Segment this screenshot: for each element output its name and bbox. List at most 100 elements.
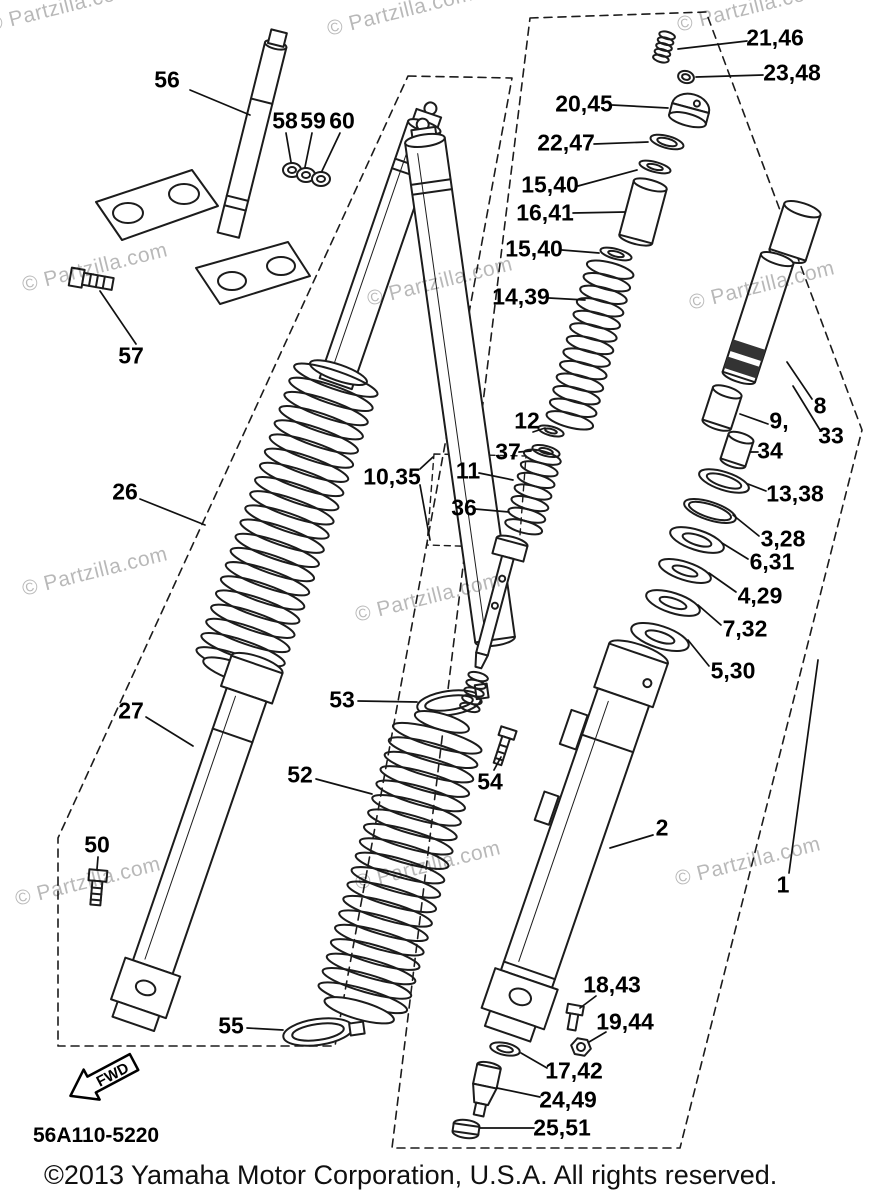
part-label-13-38: 13,38	[766, 480, 824, 507]
leader-line	[695, 74, 764, 78]
nut-25-51	[451, 1118, 481, 1140]
leader-lines	[96, 40, 821, 1129]
pinch-washers	[282, 162, 331, 187]
leader-line	[609, 834, 654, 849]
leader-line	[357, 700, 418, 703]
part-label-16-41: 16,41	[516, 199, 574, 226]
part-label-25-51: 25,51	[533, 1114, 591, 1141]
leader-line	[788, 659, 819, 874]
axle-clamp-bolt	[87, 868, 109, 907]
leader-line	[577, 169, 638, 187]
part-label-58: 58	[272, 107, 298, 134]
part-label-6-31: 6,31	[749, 548, 795, 575]
leader-line	[496, 1087, 541, 1098]
pinch-bolt-18-43	[565, 1002, 585, 1032]
spring-spacer	[618, 177, 668, 247]
spring-seat-upper	[638, 159, 672, 175]
part-label-1: 1	[776, 871, 790, 898]
leader-line	[419, 484, 431, 541]
leader-line	[493, 756, 502, 771]
leader-line	[315, 778, 373, 795]
part-label-20-45: 20,45	[555, 90, 613, 117]
fwd-arrow: FWD	[69, 1052, 140, 1101]
leader-line	[139, 498, 206, 526]
part-label-18-43: 18,43	[583, 971, 641, 998]
copyright-footer: ©2013 Yamaha Motor Corporation, U.S.A. A…	[44, 1160, 778, 1190]
damper-rod	[474, 534, 529, 670]
triple-clamp-assembly	[95, 28, 311, 305]
leader-line	[721, 542, 749, 560]
leader-line	[548, 297, 586, 301]
clip-3-28	[683, 498, 737, 524]
leader-line	[732, 514, 760, 537]
part-label-52: 52	[287, 761, 313, 788]
part-label-55: 55	[218, 1012, 244, 1039]
slider-left	[110, 651, 284, 1032]
part-label-36: 36	[451, 494, 477, 521]
part-label-5-30: 5,30	[710, 657, 756, 684]
leader-line	[532, 427, 546, 433]
leader-line	[611, 104, 669, 109]
leader-line	[145, 716, 194, 747]
leader-line	[518, 450, 532, 453]
part-label-10-35: 10,35	[363, 463, 421, 490]
part-label-7-32: 7,32	[722, 615, 768, 642]
part-label-24-49: 24,49	[539, 1086, 597, 1113]
leader-line	[579, 995, 597, 1009]
clamp-bolt	[67, 266, 115, 291]
part-label-50: 50	[84, 831, 110, 858]
fork-leg-left	[110, 101, 443, 1032]
part-label-14-39: 14,39	[492, 283, 550, 310]
diagram-code: 56A110-5220	[33, 1124, 160, 1147]
washer-17-42	[489, 1041, 521, 1057]
leader-line	[739, 413, 769, 425]
leader-line	[593, 141, 649, 145]
leader-line	[520, 1052, 548, 1069]
cap-o-ring	[649, 133, 685, 151]
leader-line	[246, 1027, 284, 1031]
leader-line	[708, 572, 737, 593]
leader-line	[697, 604, 722, 626]
part-label-27: 27	[118, 697, 144, 724]
spring-seat-lower	[599, 246, 633, 262]
leader-line	[588, 1031, 607, 1043]
dashed-boundary-inner	[426, 453, 527, 549]
ring-13-38	[698, 468, 750, 494]
part-label-8: 8	[813, 392, 827, 419]
nut-19-44	[570, 1037, 592, 1057]
part-label-21-46: 21,46	[746, 24, 804, 51]
part-label-3-28: 3,28	[760, 525, 806, 552]
leader-line	[285, 132, 292, 163]
part-label-17-42: 17,42	[545, 1057, 603, 1084]
part-label-54: 54	[477, 768, 503, 795]
bushing-seal-stack	[630, 199, 822, 652]
leader-line	[786, 361, 813, 400]
outer-fork-tube	[480, 639, 669, 1043]
dust-boot-right	[315, 709, 485, 1025]
boot-clamp-lower	[282, 1017, 366, 1047]
part-label-9: 9,	[769, 407, 789, 434]
part-label-37: 37	[495, 438, 521, 465]
leader-line	[419, 456, 434, 470]
leader-line	[478, 472, 514, 481]
fork-cap	[667, 92, 711, 129]
dashed-boundary-right	[391, 11, 863, 1149]
air-valve-spring	[651, 28, 677, 66]
part-label-19-44: 19,44	[596, 1008, 654, 1035]
leader-line	[189, 89, 251, 116]
part-label-60: 60	[329, 107, 355, 134]
part-label-15-40: 15,40	[505, 235, 563, 262]
dust-boot-left	[192, 356, 382, 688]
leader-line	[561, 249, 600, 254]
part-label-26: 26	[112, 478, 138, 505]
part-label-15-40: 15,40	[521, 171, 579, 198]
damper-bolt-24-49	[472, 1060, 502, 1118]
part-label-12: 12	[514, 407, 540, 434]
bushing-9	[701, 384, 743, 432]
clamp-screw	[492, 725, 518, 767]
part-label-57: 57	[118, 342, 144, 369]
part-label-22-47: 22,47	[537, 129, 595, 156]
part-label-59: 59	[300, 107, 326, 134]
